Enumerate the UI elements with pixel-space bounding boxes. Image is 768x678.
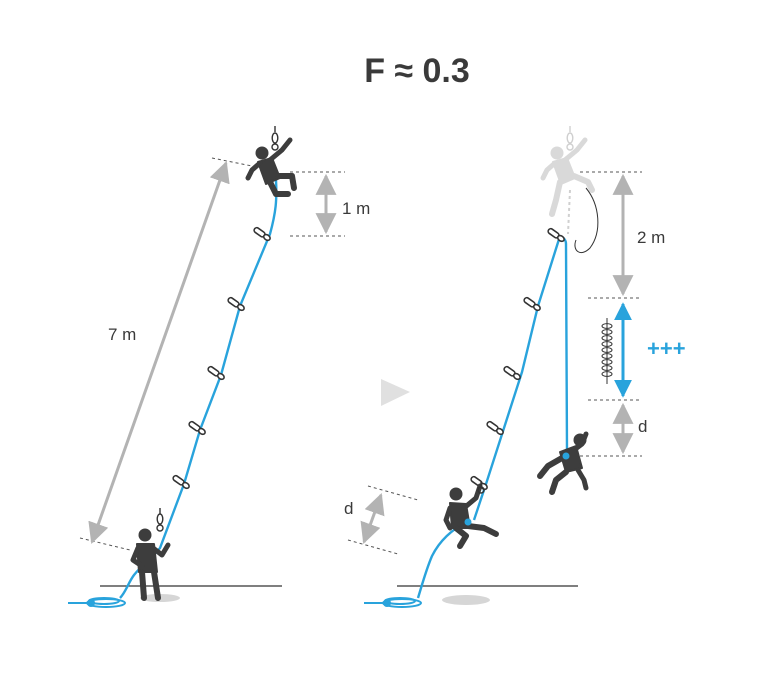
climber-figure (245, 137, 297, 197)
height-dimension-arrow (88, 161, 230, 544)
rope-coil (364, 597, 422, 608)
arrow-right-icon (381, 379, 410, 406)
height-label: 7 m (108, 325, 136, 344)
right-panel: 2 m +++ d d (344, 126, 686, 608)
lift-dimension-arrow (360, 493, 385, 544)
belayer-shadow (442, 595, 490, 605)
anchor-bolt-icon (477, 482, 485, 494)
anchor-bolt-icon (271, 126, 279, 151)
fall-path (574, 187, 599, 253)
belayer-lift-label: d (344, 499, 353, 518)
fall-label: 2 m (637, 228, 665, 247)
belayer-figure (443, 483, 499, 549)
drop-label: d (638, 417, 647, 436)
left-panel: 7 m 1 m (68, 126, 370, 608)
anchor-bolt-icon (156, 508, 164, 532)
belayer-figure (130, 528, 171, 601)
spring-icon (601, 318, 613, 384)
stretch-label: +++ (647, 336, 686, 361)
rope (559, 234, 569, 453)
fall-factor-title: F ≈ 0.3 (364, 52, 470, 90)
fallen-climber-figure (537, 431, 589, 495)
rope-coil (68, 597, 126, 608)
anchor-bolt-icon (566, 126, 574, 151)
ghost-climber-figure (540, 137, 595, 217)
gap-label: 1 m (342, 199, 370, 218)
quickdraw-icon (172, 226, 271, 490)
quickdraw-icon (470, 227, 565, 491)
